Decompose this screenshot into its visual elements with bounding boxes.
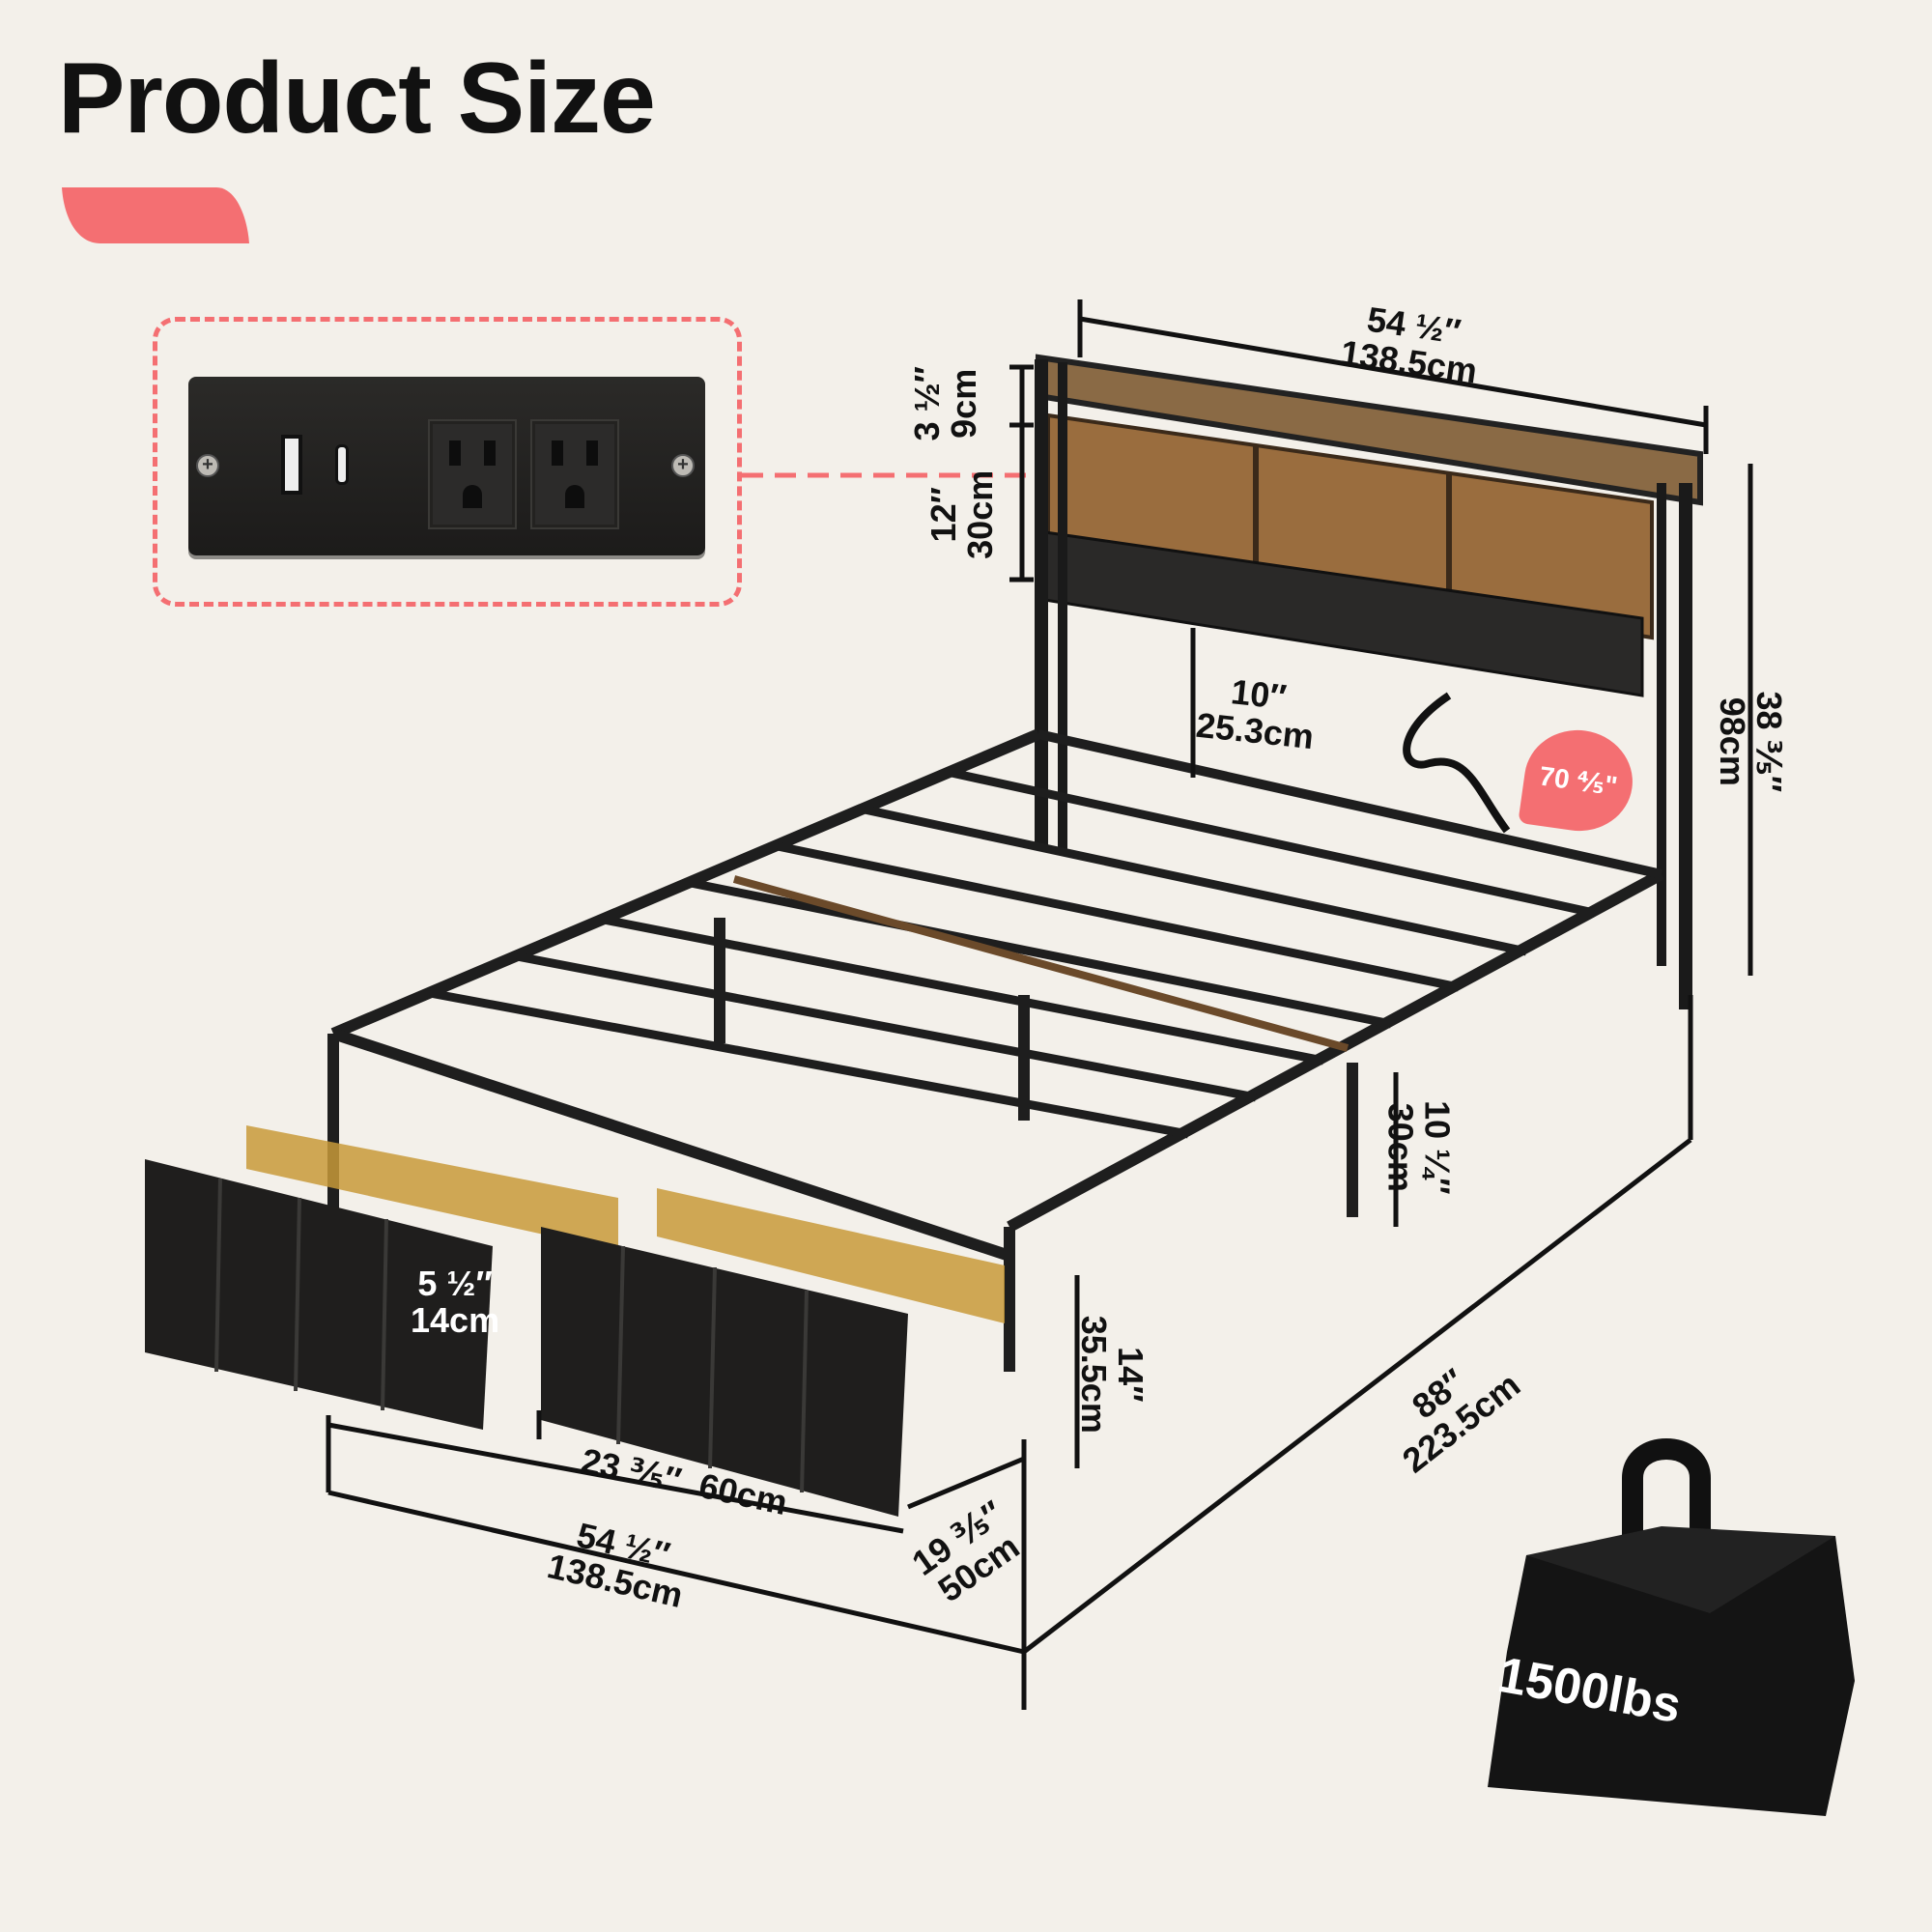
- usb-c-port-icon: [335, 444, 349, 485]
- under-bed-clearance-label: 10 ¼″30cm: [1380, 1100, 1458, 1195]
- total-height-label: 38 ⅗″98cm: [1713, 691, 1790, 793]
- storage-height-label: 12″30cm: [923, 469, 1001, 559]
- top-shelf-height-label: 3 ½″9cm: [906, 366, 983, 441]
- headboard-clearance-label: 10″25.3cm: [1194, 671, 1316, 756]
- footboard-height-label: 14″35.5cm: [1074, 1315, 1151, 1434]
- ac-outlet-icon: [428, 419, 517, 529]
- drawer-height-label: 5 ½″14cm: [411, 1264, 500, 1340]
- outlet-callout-frame: [153, 317, 742, 607]
- screw-icon: +: [196, 454, 219, 477]
- power-outlet-panel: + +: [188, 377, 705, 555]
- screw-icon: +: [671, 454, 695, 477]
- usb-a-port-icon: [281, 435, 302, 495]
- accent-bar: [62, 187, 249, 243]
- page-title: Product Size: [58, 43, 656, 155]
- weight-icon: [1488, 1438, 1855, 1816]
- ac-outlet-icon: [530, 419, 619, 529]
